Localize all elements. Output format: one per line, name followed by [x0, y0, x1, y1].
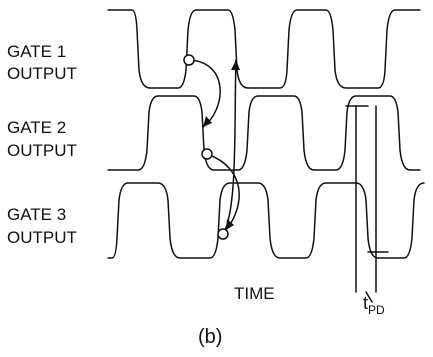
tpd-label-main: t [363, 293, 369, 313]
arrowhead-gate1 [231, 60, 240, 70]
gate3-label-line2: OUTPUT [7, 228, 77, 247]
gate1-label-line1: GATE 1 [7, 42, 67, 61]
gate3-waveform [107, 182, 425, 259]
gate3-transition-marker [217, 228, 229, 240]
arrow-gate2-to-gate3 [206, 153, 240, 231]
tpd-label: tPD [363, 294, 385, 320]
figure-caption: (b) [198, 326, 223, 348]
gate1-label-line2: OUTPUT [7, 64, 77, 83]
arrow-gate3-to-gate1 [222, 59, 237, 235]
gate2-transition-marker [201, 148, 213, 160]
gate3-label-line1: GATE 3 [7, 205, 67, 224]
gate1-waveform [107, 9, 421, 89]
time-axis-label: TIME [234, 284, 275, 303]
arrowhead-gate3 [226, 219, 234, 230]
arrowhead-gate2 [203, 116, 212, 127]
gate2-label-line1: GATE 2 [7, 118, 67, 137]
tpd-leader-line [365, 291, 373, 303]
tpd-label-subscript: PD [368, 303, 385, 317]
gate1-transition-marker [183, 54, 195, 66]
gate2-waveform [107, 95, 421, 171]
gate2-label-line2: OUTPUT [7, 141, 77, 160]
arrow-gate1-to-gate2 [188, 59, 221, 128]
